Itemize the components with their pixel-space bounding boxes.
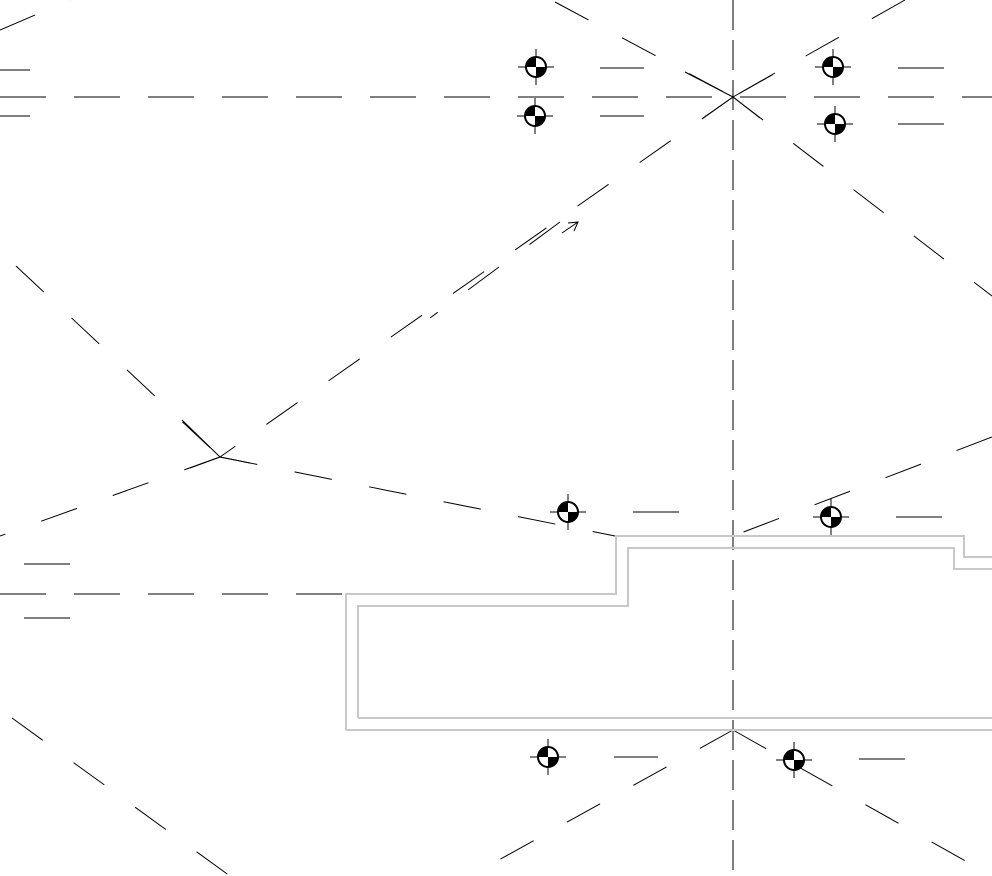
- diagonal-line[interactable]: [0, 456, 221, 537]
- x-stroke: [732, 72, 776, 98]
- diagonal-line[interactable]: [219, 96, 734, 458]
- elevation-marker-icon[interactable]: [816, 105, 854, 143]
- elevation-marker-icon[interactable]: [814, 48, 852, 86]
- diagonal-line[interactable]: [429, 221, 561, 319]
- arrow-shaft: [561, 221, 579, 234]
- x-stroke: [189, 456, 221, 469]
- x-stroke: [701, 96, 734, 120]
- diagonal-line[interactable]: [732, 729, 992, 876]
- diagonal-line[interactable]: [732, 436, 992, 537]
- elevation-marker-icon[interactable]: [516, 97, 554, 135]
- wall-outer-line: [345, 535, 992, 730]
- elevation-marker-icon[interactable]: [812, 498, 850, 536]
- diagonal-line[interactable]: [469, 729, 734, 876]
- elevation-marker-icon[interactable]: [775, 741, 813, 779]
- elevation-marker-icon[interactable]: [517, 48, 555, 86]
- reference-lines-top: [0, 67, 992, 125]
- elevation-marker-icon[interactable]: [549, 493, 587, 531]
- elevation-marker-icon[interactable]: [529, 738, 567, 776]
- wall-inner-line: [357, 547, 992, 718]
- diagonal-line[interactable]: [15, 265, 221, 458]
- x-stroke: [181, 419, 221, 458]
- arrow-head-icon: [567, 221, 579, 232]
- x-stroke: [684, 71, 734, 98]
- building-walls[interactable]: [345, 535, 992, 731]
- direction-arrow[interactable]: [561, 221, 579, 234]
- diagonal-line[interactable]: [219, 456, 616, 537]
- diagonal-line[interactable]: [11, 717, 231, 876]
- reference-lines-middle: [0, 511, 942, 760]
- elevation-markers: [516, 48, 854, 779]
- diagonal-line[interactable]: [0, 0, 71, 31]
- x-stroke: [732, 96, 761, 119]
- x-stroke: [219, 456, 251, 464]
- diagonal-line[interactable]: [732, 96, 992, 297]
